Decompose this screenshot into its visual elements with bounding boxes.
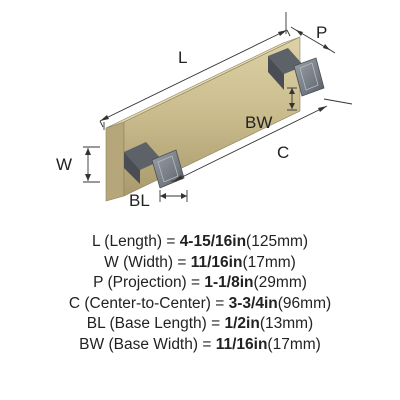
right-base-inset [299, 62, 319, 91]
spec-metric: (29mm) [253, 274, 307, 292]
label-base-length: BL [129, 191, 150, 210]
spec-metric: (17mm) [242, 253, 296, 271]
spec-key: L (Length) = [91, 233, 180, 250]
left-base [151, 149, 185, 189]
arrowheads [85, 30, 330, 199]
spec-row-projection: P (Projection) = 1-1/8in(29mm) [0, 273, 400, 294]
spec-value: 11/16in [190, 253, 243, 271]
spec-key: W (Width) = [104, 253, 191, 271]
center-dimension-line [173, 105, 328, 182]
spec-row-width: W (Width) = 11/16in(17mm) [0, 253, 400, 274]
spec-value: 1-1/8in [204, 274, 254, 292]
spec-value: 4-15/16in [179, 233, 247, 250]
label-length: L [178, 48, 187, 67]
spec-row-base-length: BL (Base Length) = 1/2in(13mm) [0, 314, 400, 335]
left-post-side [124, 152, 140, 184]
spec-key: BL (Base Length) = [86, 315, 225, 333]
spec-key: P (Projection) = [93, 274, 205, 292]
spec-value: 11/16in [215, 335, 268, 353]
spec-row-base-width: BW (Base Width) = 11/16in(17mm) [0, 335, 400, 356]
spec-metric: (125mm) [246, 233, 309, 250]
right-post-side [268, 56, 284, 90]
spec-metric: (17mm) [267, 335, 321, 353]
dimension-lines [83, 12, 353, 202]
spec-row-length: L (Length) = 4-15/16in(125mm) [0, 232, 400, 253]
spec-key: C (Center-to-Center) = [68, 294, 229, 312]
left-base-inset [157, 155, 179, 183]
spec-value: 3-3/4in [228, 294, 278, 312]
spec-row-center-to-center: C (Center-to-Center) = 3-3/4in(96mm) [0, 294, 400, 315]
label-projection: P [316, 23, 327, 42]
label-center: C [277, 143, 289, 162]
specifications-list: L (Length) = 4-15/16in(125mm) W (Width) … [0, 232, 400, 356]
label-width: W [56, 155, 72, 174]
spec-value: 1/2in [224, 315, 260, 333]
spec-metric: (13mm) [259, 315, 314, 333]
cabinet-pull-illustration [105, 36, 325, 202]
length-dimension-line [99, 29, 288, 122]
bar-end-face [105, 121, 125, 202]
spec-metric: (96mm) [277, 294, 332, 312]
handle-dimension-diagram: L P W BW C BL [56, 12, 353, 210]
spec-key: BW (Base Width) = [79, 335, 216, 353]
label-base-width: BW [245, 113, 272, 132]
